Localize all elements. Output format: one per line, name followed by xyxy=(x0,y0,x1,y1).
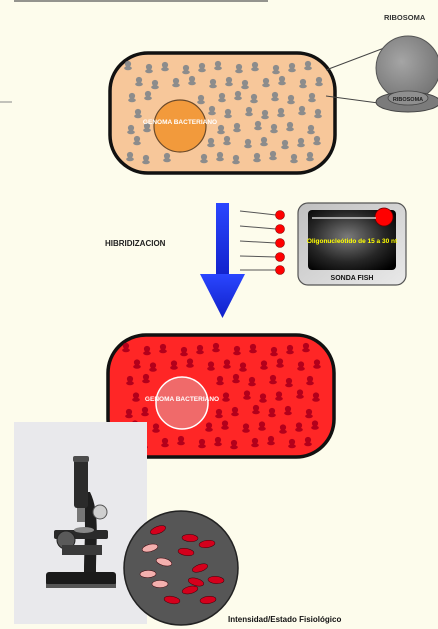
genome-unlabeled xyxy=(154,100,206,152)
ribosome-icon: RIBOSOMA xyxy=(376,36,438,112)
genome-labeled xyxy=(156,377,208,429)
probe xyxy=(240,225,285,234)
fluorophore-icon xyxy=(375,208,393,226)
probe xyxy=(240,253,285,262)
probe xyxy=(240,239,285,248)
probe-caption: SONDA FISH xyxy=(331,275,374,282)
probe xyxy=(240,211,285,220)
ribosome-title: RIBOSOMA xyxy=(384,13,426,22)
probe-lines xyxy=(240,211,285,275)
view-cell xyxy=(152,580,168,587)
footer-label: Intensidad/Estado Fisiológico xyxy=(228,615,341,624)
probe-text: Oligonucleótido de 15 a 30 nt xyxy=(307,238,398,245)
microscope-photo xyxy=(14,422,147,624)
genome-label-bottom: GENOMA BACTERIANO xyxy=(145,396,219,403)
probe xyxy=(240,266,285,275)
bacterium-unlabeled: GENOMA BACTERIANO xyxy=(110,53,335,173)
microscope-view xyxy=(124,511,238,625)
ribosome-inner-label: RIBOSOMA xyxy=(393,97,423,103)
genome-label-top: GENOMA BACTERIANO xyxy=(143,119,217,126)
hybridization-arrow xyxy=(200,203,245,318)
hybridization-label: HIBRIDIZACION xyxy=(105,239,166,248)
fish-probe-box: Oligonucleótido de 15 a 30 nt SONDA FISH xyxy=(298,203,406,285)
